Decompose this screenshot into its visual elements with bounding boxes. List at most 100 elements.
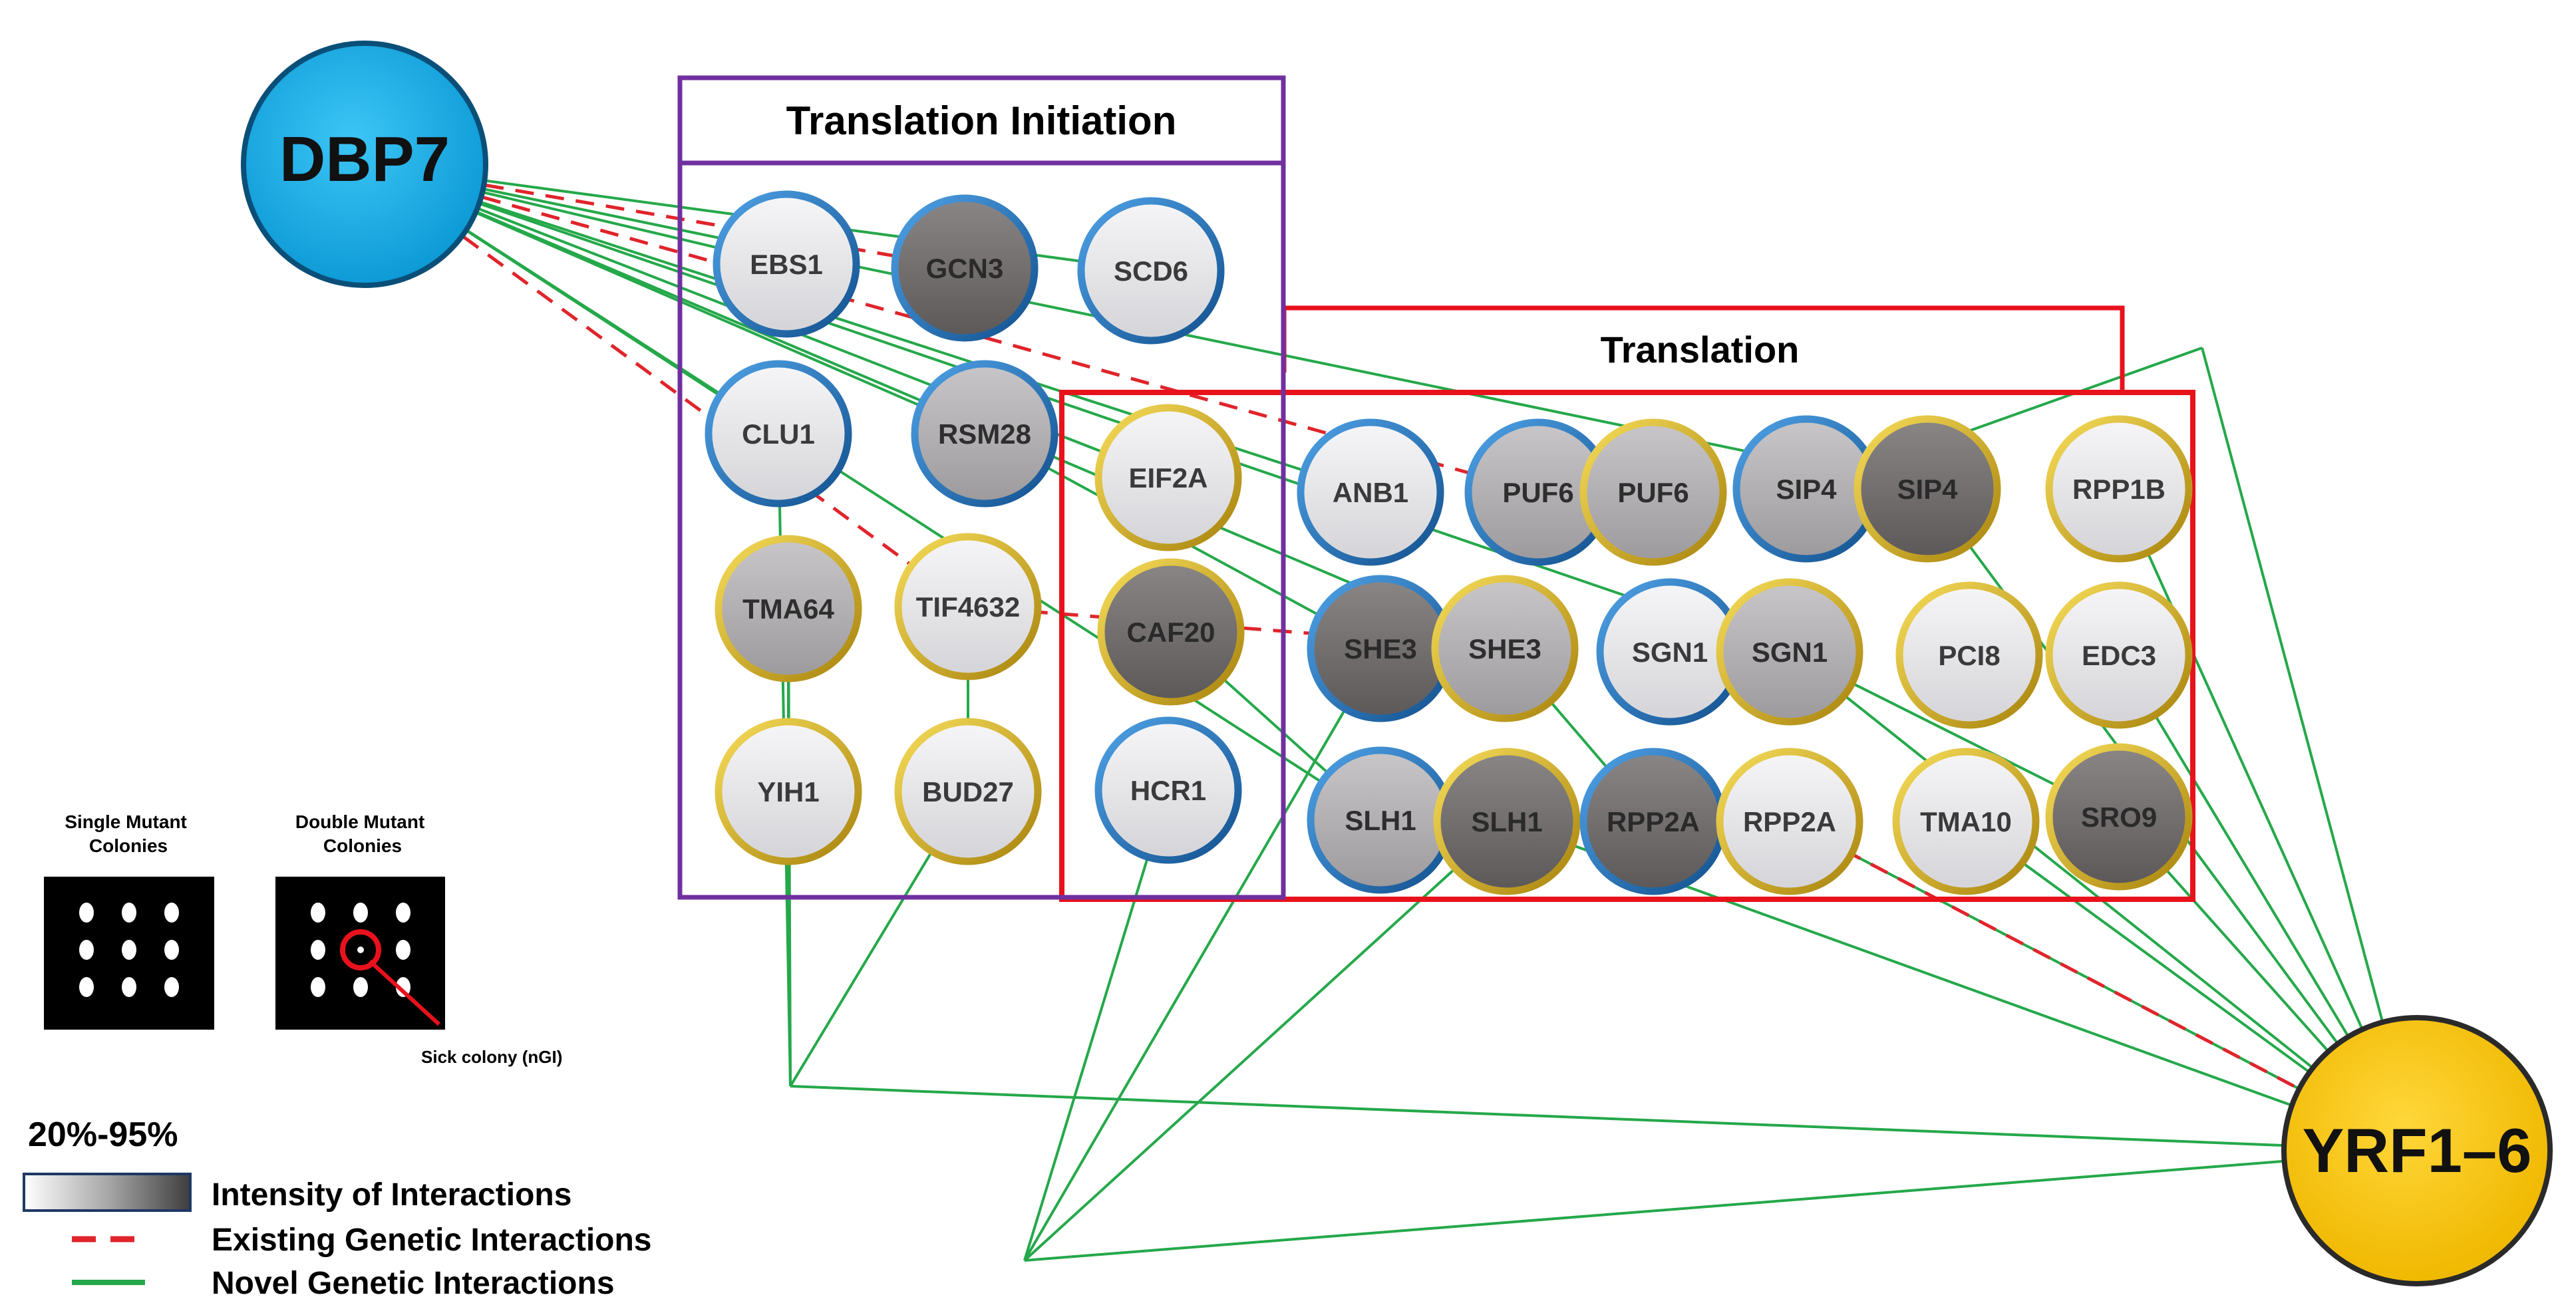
gene-label: SLH1 [1345,805,1416,836]
gene-label: RPP1B [2072,474,2166,505]
gene-label: CLU1 [742,418,815,450]
translation-title: Translation [1601,329,1800,370]
sick-colony-marker [340,929,381,970]
gene-node-tif4632: TIF4632 [894,533,1042,680]
dbp7-label: DBP7 [279,124,450,195]
gene-label: PCI8 [1938,640,2000,671]
gene-node-gcn3: GCN3 [891,194,1039,342]
gene-node-bud27: BUD27 [894,718,1042,865]
gene-node-sip4y: SIP4 [1853,415,2001,563]
gene-circle [1579,418,1727,566]
colony-dot [79,903,94,923]
gene-circle [1716,748,1863,895]
existing-label: Existing Genetic Interactions [212,1223,652,1258]
translation-initiation-box [677,75,1286,900]
gene-label: ANB1 [1333,477,1408,508]
gene-circle [1716,578,1863,726]
gene-circle [1895,581,2043,729]
novel-label: Novel Genetic Interactions [212,1266,615,1301]
legend: Single Mutant Colonies Double Mutant Col… [23,811,652,1301]
gene-node-yih1: YIH1 [715,718,862,865]
dbp7-circle [241,41,488,288]
yrf-hub: YRF1–6 [2281,1015,2553,1286]
gene-label: EDC3 [2082,640,2156,671]
dbp7-hub: DBP7 [241,41,488,288]
gene-label: TMA64 [742,593,834,625]
gene-circle [1094,716,1242,864]
gene-circle [2045,415,2193,563]
yrf-circle [2281,1015,2553,1286]
gene-node-puf6b: PUF6 [1464,418,1612,566]
gene-circle [713,190,860,338]
gene-circle [1097,558,1245,706]
gene-circle [2045,581,2193,729]
gene-node-slh1y: SLH1 [1433,748,1581,895]
gene-node-ebs1: EBS1 [713,190,860,338]
single-mutant-title: Single Mutant Colonies [65,811,192,856]
single-mutant-line2: Colonies [89,835,168,856]
gene-node-tma64: TMA64 [715,535,862,682]
sick-colony-label: Sick colony (nGI) [421,1047,562,1067]
double-mutant-title: Double Mutant Colonies [295,811,430,856]
gene-label: HCR1 [1130,775,1206,806]
gene-node-pci8: PCI8 [1895,581,2043,729]
gene-circle [1431,575,1579,722]
gene-node-rpp1b: RPP1B [2045,415,2193,563]
gene-node-clu1: CLU1 [705,360,852,508]
gene-label: RPP2A [1607,806,1700,837]
gene-label: PUF6 [1502,477,1573,508]
gene-label: SHE3 [1468,633,1541,664]
gene-label: BUD27 [922,776,1014,807]
gene-label: SCD6 [1114,255,1188,287]
translation-box [1059,390,2195,902]
gene-circle [894,533,1042,680]
novel-interaction-YRF-HUB_C [2201,347,2418,1151]
intensity-gradient-swatch [23,1173,192,1212]
colony-dot [164,940,179,960]
gene-circle [2045,743,2193,891]
colony-dot [311,940,325,960]
colony-dot [396,940,410,960]
gene-node-eif2a: EIF2A [1094,404,1242,551]
yrf-label: YRF1–6 [2303,1115,2532,1185]
gene-label: EBS1 [750,249,823,280]
translation-initiation-title: Translation Initiation [786,98,1177,143]
gene-label: YIH1 [757,776,819,807]
gene-label: SIP4 [1897,474,1958,505]
gene-circle [1433,748,1581,895]
gene-circle [894,718,1042,865]
gene-label: RPP2A [1743,806,1836,837]
colony-dot [396,977,410,997]
gene-label: SGN1 [1632,637,1708,668]
colony-dot [396,903,410,923]
gene-node-she3y: SHE3 [1431,575,1579,722]
gene-circle [705,360,852,508]
novel-interaction-branch-HCR1 [1023,790,1170,1261]
colony-dot [353,977,368,997]
gene-circle [1077,197,1225,345]
gene-circle [1892,748,2040,895]
colony-dot [164,977,179,997]
single-mutant-colonies [79,903,179,997]
novel-interaction-branch-SHE3b [1023,647,1382,1262]
double-mutant-line2: Colonies [323,835,402,856]
gene-node-edc3: EDC3 [2045,581,2193,729]
novel-interaction-YRF-HUB_B [1024,1149,2418,1262]
gene-circle [1297,418,1444,566]
colony-dot [122,940,136,960]
colony-dot [122,903,136,923]
gene-circle [891,194,1039,342]
gene-label: SIP4 [1776,474,1837,505]
novel-interaction-branch-SLH1y [1023,820,1508,1262]
gene-circle [1853,415,2001,563]
gene-node-tma10: TMA10 [1892,748,2040,895]
single-mutant-line1: Single Mutant [65,811,187,832]
gene-node-slh1b: SLH1 [1307,746,1454,894]
gene-node-rsm28: RSM28 [911,360,1058,508]
gene-circle [715,718,862,865]
gene-label: EIF2A [1128,462,1208,494]
colony-dot [353,903,368,923]
novel-interaction-DBP7-SGN1y [364,163,1790,653]
